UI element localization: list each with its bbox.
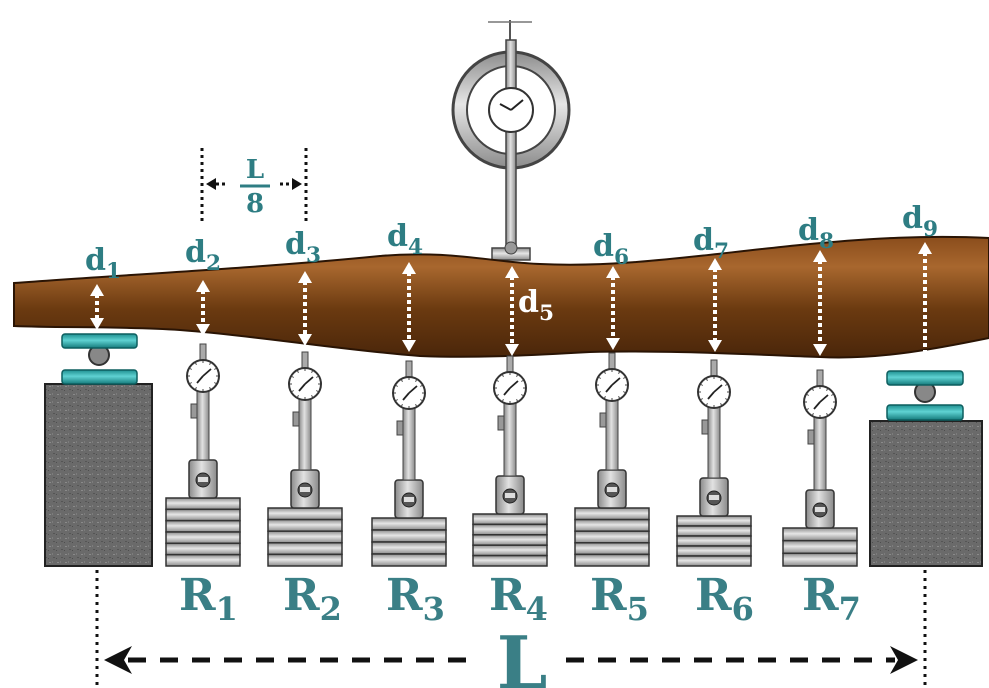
thickness-arrow-d6 bbox=[606, 266, 620, 350]
gauge-label-r6: R6 bbox=[695, 570, 754, 628]
thickness-arrow-d5 bbox=[505, 266, 519, 356]
span-label: L bbox=[497, 620, 548, 688]
thickness-arrow-d2 bbox=[196, 280, 210, 336]
dial-gauge-r6 bbox=[676, 359, 752, 567]
dial-gauge-r3 bbox=[371, 360, 447, 567]
thickness-arrow-d4 bbox=[402, 262, 416, 352]
thickness-label-d4: d4 bbox=[387, 219, 423, 260]
span-dimension: L bbox=[95, 570, 927, 688]
gauge-label-r5: R5 bbox=[590, 570, 649, 628]
spacing-denominator: 8 bbox=[246, 189, 264, 219]
thickness-arrow-d9 bbox=[918, 242, 932, 365]
thickness-label-d1: d1 bbox=[85, 243, 121, 284]
spacing-dimension: L 8 bbox=[200, 148, 308, 222]
left-support bbox=[44, 333, 153, 567]
thickness-arrow-d3 bbox=[298, 271, 312, 346]
load-dial-gauge bbox=[451, 20, 571, 261]
thickness-arrow-d1 bbox=[90, 284, 104, 330]
gauge-label-r2: R2 bbox=[283, 570, 342, 628]
dial-gauge-r7 bbox=[782, 369, 858, 567]
dial-gauge-r2 bbox=[267, 351, 343, 567]
gauge-label-r4: R4 bbox=[489, 570, 548, 628]
gauge-label-r7: R7 bbox=[802, 570, 861, 628]
thickness-arrow-d8 bbox=[813, 250, 827, 356]
gauge-label-r3: R3 bbox=[386, 570, 445, 628]
beam bbox=[13, 235, 989, 359]
thickness-arrow-d7 bbox=[708, 258, 722, 352]
right-support bbox=[869, 370, 983, 567]
thickness-label-d2: d2 bbox=[185, 235, 221, 276]
thickness-label-d8: d8 bbox=[798, 213, 834, 254]
thickness-label-d9: d9 bbox=[902, 201, 938, 242]
dial-gauge-r5 bbox=[574, 352, 650, 567]
gauge-label-r1: R1 bbox=[179, 570, 238, 628]
spacing-numerator: L bbox=[246, 155, 264, 185]
dial-gauge-r4 bbox=[472, 355, 548, 567]
thickness-label-d6: d6 bbox=[593, 229, 629, 270]
thickness-label-d7: d7 bbox=[693, 223, 729, 264]
thickness-label-d5: d5 bbox=[518, 285, 554, 326]
thickness-label-d3: d3 bbox=[285, 227, 321, 268]
dial-gauge-r1 bbox=[165, 343, 241, 567]
